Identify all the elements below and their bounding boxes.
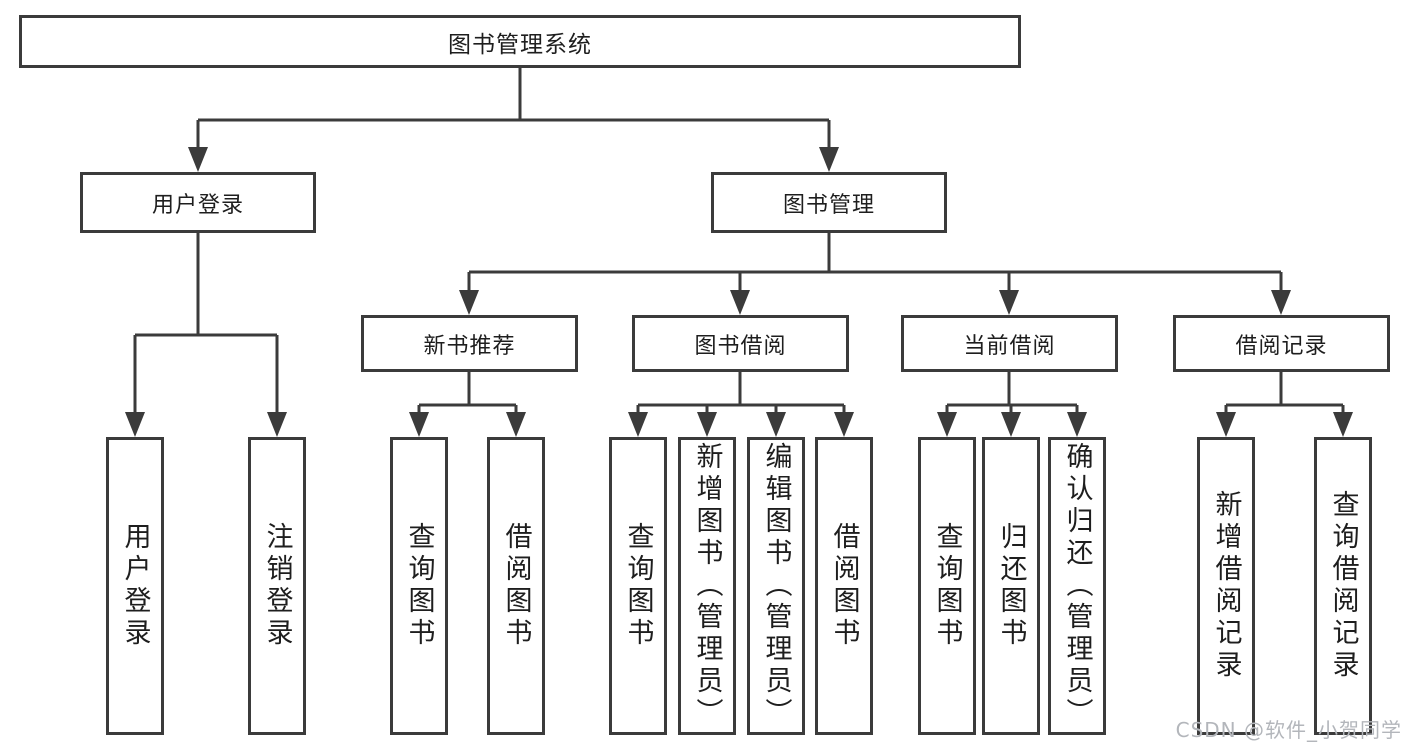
- node-label: 用户登录: [151, 192, 244, 218]
- leaf-borrow-book-recommend: 借阅图书: [487, 437, 545, 735]
- arrow-icon: [730, 290, 750, 315]
- leaf-add-book-admin: 新增图书（管理员）: [678, 437, 736, 735]
- node-label: 图书管理: [782, 192, 875, 218]
- node-book-management: 图书管理: [711, 172, 947, 233]
- node-borrow-records: 借阅记录: [1173, 315, 1390, 372]
- node-label: 查询借阅记录: [1327, 490, 1359, 682]
- arrow-icon: [1001, 412, 1021, 437]
- node-label: 新增图书（管理员）: [691, 442, 723, 730]
- node-user-login: 用户登录: [80, 172, 316, 233]
- arrowheads: [125, 147, 1353, 437]
- node-label: 借阅图书: [828, 522, 860, 650]
- arrow-icon: [409, 412, 429, 437]
- node-new-book-recommend: 新书推荐: [361, 315, 578, 372]
- arrow-icon: [628, 412, 648, 437]
- leaf-borrow-book: 借阅图书: [815, 437, 873, 735]
- leaf-logout: 注销登录: [248, 437, 306, 735]
- arrow-icon: [937, 412, 957, 437]
- node-label: 查询图书: [403, 522, 435, 650]
- arrow-icon: [506, 412, 526, 437]
- leaf-confirm-return-admin: 确认归还（管理员）: [1048, 437, 1106, 735]
- leaf-query-book-recommend: 查询图书: [390, 437, 448, 735]
- node-label: 确认归还（管理员）: [1061, 442, 1093, 730]
- node-label: 图书管理系统: [448, 31, 592, 58]
- csdn-watermark: CSDN @软件_小贺同学: [1175, 718, 1402, 742]
- node-label: 借阅图书: [500, 522, 532, 650]
- arrow-icon: [999, 290, 1019, 315]
- node-label: 新增借阅记录: [1210, 490, 1242, 682]
- arrow-icon: [697, 412, 717, 437]
- node-label: 查询图书: [931, 522, 963, 650]
- arrow-icon: [819, 147, 839, 172]
- leaf-query-book-current: 查询图书: [918, 437, 976, 735]
- node-root-system: 图书管理系统: [19, 15, 1021, 68]
- node-label: 查询图书: [622, 522, 654, 650]
- arrow-icon: [766, 412, 786, 437]
- arrow-icon: [1271, 290, 1291, 315]
- arrow-icon: [459, 290, 479, 315]
- node-current-borrow: 当前借阅: [901, 315, 1118, 372]
- node-label: 新书推荐: [423, 333, 516, 359]
- node-label: 用户登录: [119, 522, 151, 650]
- arrow-icon: [1333, 412, 1353, 437]
- node-label: 借阅记录: [1235, 333, 1328, 359]
- node-label: 注销登录: [261, 522, 293, 650]
- arrow-icon: [125, 412, 145, 437]
- leaf-query-book-borrow: 查询图书: [609, 437, 667, 735]
- arrow-icon: [267, 412, 287, 437]
- leaf-user-login: 用户登录: [106, 437, 164, 735]
- leaf-return-book: 归还图书: [982, 437, 1040, 735]
- node-label: 归还图书: [995, 522, 1027, 650]
- arrow-icon: [834, 412, 854, 437]
- arrow-icon: [1067, 412, 1087, 437]
- node-book-borrow: 图书借阅: [632, 315, 849, 372]
- node-label: 图书借阅: [694, 333, 787, 359]
- connector-path: [133, 68, 1345, 417]
- arrow-icon: [188, 147, 208, 172]
- node-label: 编辑图书（管理员）: [760, 442, 792, 730]
- arrow-icon: [1216, 412, 1236, 437]
- node-label: 当前借阅: [963, 333, 1056, 359]
- leaf-add-borrow-record: 新增借阅记录: [1197, 437, 1255, 735]
- leaf-edit-book-admin: 编辑图书（管理员）: [747, 437, 805, 735]
- leaf-query-borrow-record: 查询借阅记录: [1314, 437, 1372, 735]
